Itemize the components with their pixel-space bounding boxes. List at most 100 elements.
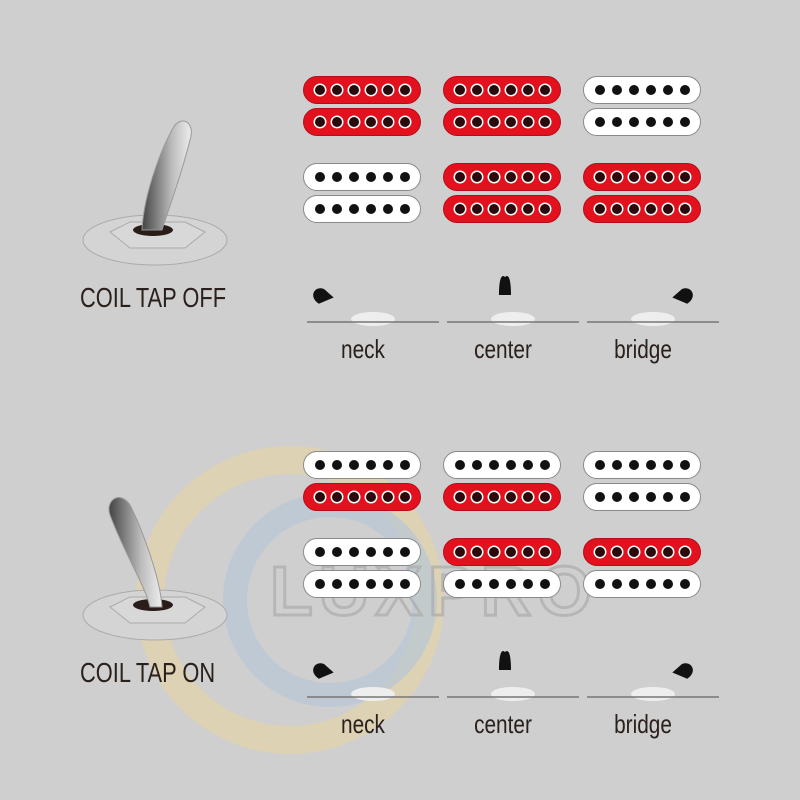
pole-piece [471, 85, 482, 95]
pickup-coil-white [583, 483, 701, 511]
pole-piece [454, 172, 465, 182]
pole-piece [382, 204, 393, 214]
pole-piece [662, 579, 673, 589]
pole-piece [522, 85, 533, 95]
pole-piece [662, 204, 673, 214]
pickup-coil-red [583, 195, 701, 223]
pole-piece [628, 204, 639, 214]
pole-piece [594, 117, 605, 127]
pole-piece [382, 460, 393, 470]
pole-piece [488, 204, 499, 214]
pole-piece [399, 579, 410, 589]
pole-piece [331, 492, 342, 502]
section-title: COIL TAP OFF [80, 282, 227, 313]
pickup-coil-red [583, 163, 701, 191]
pole-piece [365, 172, 376, 182]
pole-piece [679, 172, 690, 182]
pole-piece [628, 172, 639, 182]
pole-piece [382, 172, 393, 182]
pickup-coil-white [583, 451, 701, 479]
pole-piece [348, 460, 359, 470]
pickup-coil-red [443, 76, 561, 104]
pickup-coil-white [303, 538, 421, 566]
pole-piece [454, 547, 465, 557]
pole-piece [348, 204, 359, 214]
pole-piece [594, 492, 605, 502]
pickup-coil-white [303, 570, 421, 598]
pickup-coil-white [583, 76, 701, 104]
pole-piece [348, 85, 359, 95]
pole-piece [505, 579, 516, 589]
position-label-center: center [474, 709, 532, 739]
pickup-coil-red [443, 163, 561, 191]
section-title: COIL TAP ON [80, 657, 216, 688]
pole-piece [505, 460, 516, 470]
pole-piece [662, 460, 673, 470]
pole-piece [399, 460, 410, 470]
pole-piece [645, 85, 656, 95]
pole-piece [382, 579, 393, 589]
pickup-coil-white [303, 163, 421, 191]
pole-piece [594, 172, 605, 182]
pole-piece [662, 172, 673, 182]
pole-piece [539, 460, 550, 470]
pole-piece [382, 85, 393, 95]
pole-piece [679, 204, 690, 214]
pole-piece [594, 85, 605, 95]
pole-piece [314, 117, 325, 127]
pole-piece [488, 579, 499, 589]
position-label-bridge: bridge [614, 334, 672, 364]
pole-piece [471, 172, 482, 182]
pole-piece [628, 85, 639, 95]
pole-piece [645, 172, 656, 182]
pickup-coil-white [583, 570, 701, 598]
pole-piece [645, 117, 656, 127]
pole-piece [679, 117, 690, 127]
pole-piece [679, 460, 690, 470]
pickup-coil-red [303, 76, 421, 104]
pole-piece [399, 85, 410, 95]
pole-piece [611, 492, 622, 502]
pole-piece [662, 117, 673, 127]
pole-piece [539, 172, 550, 182]
pole-piece [611, 460, 622, 470]
pole-piece [522, 172, 533, 182]
selector-switch-bridge-icon [587, 288, 719, 326]
pole-piece [594, 547, 605, 557]
pole-piece [365, 117, 376, 127]
pole-piece [348, 547, 359, 557]
pole-piece [679, 579, 690, 589]
pole-piece [679, 492, 690, 502]
pole-piece [679, 547, 690, 557]
pole-piece [488, 460, 499, 470]
pickup-coil-white [443, 451, 561, 479]
pole-piece [522, 579, 533, 589]
pole-piece [314, 85, 325, 95]
pole-piece [539, 117, 550, 127]
pole-piece [505, 204, 516, 214]
pole-piece [505, 547, 516, 557]
pole-piece [539, 547, 550, 557]
pole-piece [662, 492, 673, 502]
selector-switch-neck-icon [307, 663, 439, 701]
pole-piece [348, 117, 359, 127]
pole-piece [488, 172, 499, 182]
pole-piece [314, 492, 325, 502]
pole-piece [522, 117, 533, 127]
pole-piece [505, 85, 516, 95]
pole-piece [331, 172, 342, 182]
pole-piece [505, 172, 516, 182]
pole-piece [471, 492, 482, 502]
pickup-coil-white [443, 570, 561, 598]
pole-piece [611, 204, 622, 214]
selector-switch-center-icon [447, 275, 579, 326]
pole-piece [539, 85, 550, 95]
pole-piece [505, 492, 516, 502]
pole-piece [365, 204, 376, 214]
pole-piece [348, 492, 359, 502]
pole-piece [471, 117, 482, 127]
pole-piece [488, 117, 499, 127]
pole-piece [611, 85, 622, 95]
pole-piece [611, 547, 622, 557]
